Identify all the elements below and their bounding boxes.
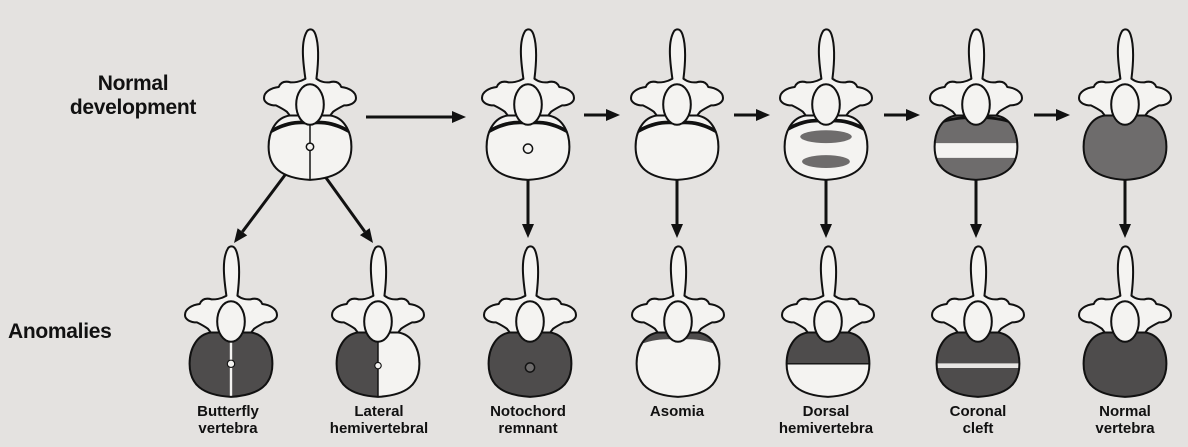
- vertebra-stage-normal: [1079, 29, 1171, 192]
- arrow-down-dorsal: [820, 178, 832, 238]
- caption-line1: Normal: [1050, 403, 1188, 420]
- anomalies-label: Anomalies: [8, 320, 168, 344]
- arrow-horizontal-2: [584, 109, 620, 121]
- vertebra-stage-asomia: [631, 29, 723, 180]
- vertebra-normal: [1079, 246, 1171, 409]
- vertebra-coronal-cleft: [932, 246, 1024, 409]
- vertebra-lateral-hemivertebral: [332, 246, 424, 409]
- normal-development-label: Normal development: [52, 72, 214, 120]
- arrow-horizontal-1: [366, 111, 466, 123]
- caption-line2: hemivertebral: [304, 420, 454, 437]
- vertebra-stage-early: [264, 29, 356, 180]
- normal-development-label-line1: Normal: [52, 72, 214, 96]
- caption-line1: Lateral: [304, 403, 454, 420]
- arrow-horizontal-5: [1034, 109, 1070, 121]
- caption-line2: cleft: [903, 420, 1053, 437]
- caption-line1: Dorsal: [751, 403, 901, 420]
- vertebra-stage-dorsal: [780, 29, 872, 180]
- caption-asomia: Asomia: [602, 403, 752, 420]
- vertebra-butterfly: [185, 246, 277, 409]
- normal-development-label-line2: development: [52, 96, 214, 120]
- arrow-down-notochord: [522, 178, 534, 238]
- arrow-diagonal-right: [324, 175, 373, 243]
- vertebra-stage-notochord: [482, 29, 574, 180]
- arrow-horizontal-4: [884, 109, 920, 121]
- arrow-horizontal-3: [734, 109, 770, 121]
- vertebra-asomia: [632, 246, 724, 397]
- caption-line1: Butterfly: [153, 403, 303, 420]
- caption-line1: Coronal: [903, 403, 1053, 420]
- arrow-diagonal-left: [234, 175, 285, 243]
- caption-line2: vertebra: [153, 420, 303, 437]
- caption-line2: remnant: [453, 420, 603, 437]
- vertebra-notochord-remnant: [484, 246, 576, 409]
- caption-line1: Asomia: [602, 403, 752, 420]
- vertebra-stage-coronal: [930, 29, 1022, 183]
- vertebra-dorsal-hemivertebra: [782, 246, 874, 397]
- caption-line1: Notochord: [453, 403, 603, 420]
- arrow-down-normal: [1119, 178, 1131, 238]
- caption-line2: vertebra: [1050, 420, 1188, 437]
- caption-line2: hemivertebra: [751, 420, 901, 437]
- arrow-down-coronal: [970, 178, 982, 238]
- arrow-down-asomia: [671, 178, 683, 238]
